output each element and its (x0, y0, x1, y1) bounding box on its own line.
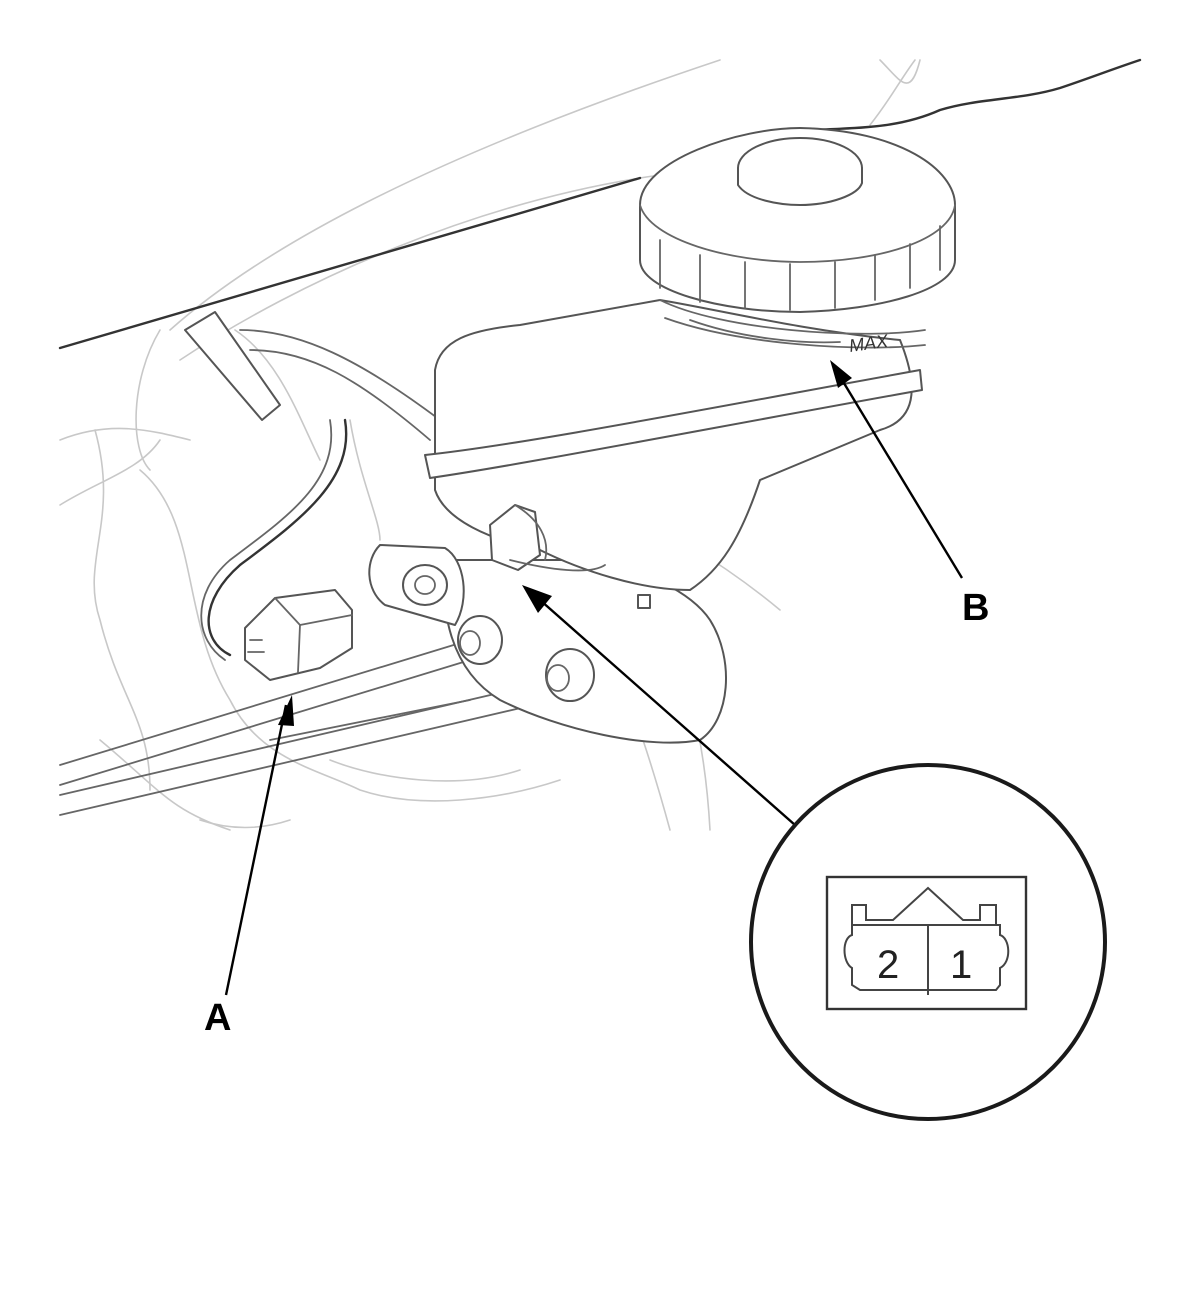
leader-line-b (834, 369, 964, 579)
leader-line-inset (539, 599, 796, 826)
arrowhead-a (278, 695, 294, 726)
pin-2-label: 2 (877, 943, 899, 987)
arrowhead-b (830, 360, 852, 388)
leader-line-a (224, 704, 288, 996)
arrowhead-inset (522, 585, 552, 613)
callout-a: A (204, 997, 231, 1039)
pin-1-label: 1 (950, 943, 972, 987)
hood-edge-line (58, 58, 1142, 350)
brake-lines (59, 639, 556, 816)
fluid-level-switch (489, 504, 651, 609)
hose-bracket (184, 311, 441, 441)
brake-fluid-reservoir (424, 127, 956, 591)
master-cylinder (368, 544, 727, 744)
connector-a (200, 418, 353, 681)
callout-b: B (962, 587, 989, 629)
connector-inset: 2 1 (749, 763, 1107, 1121)
